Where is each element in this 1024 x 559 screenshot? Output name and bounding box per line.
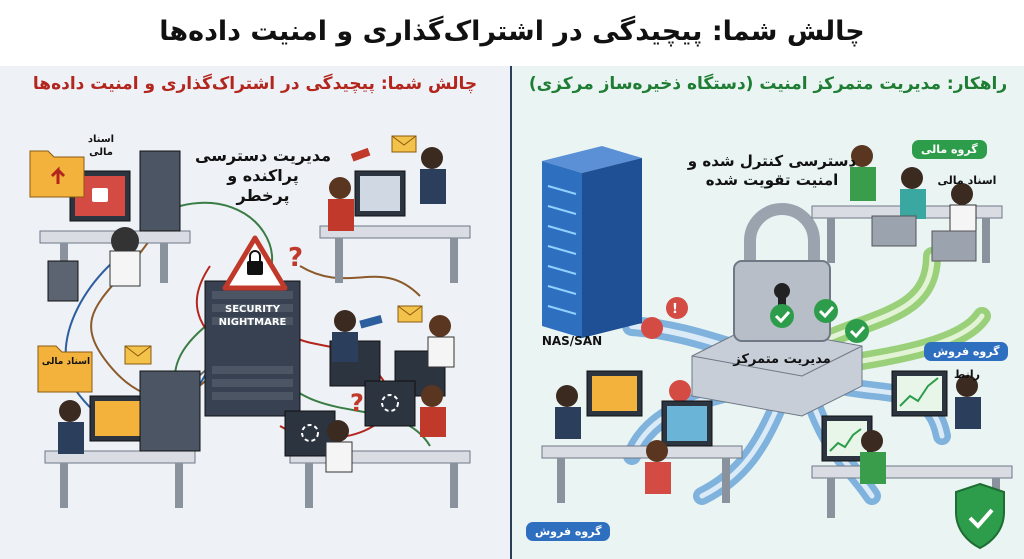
challenge-heading: چالش شما: پیچیدگی در اشتراک‌گذاری و امنی… [32,74,478,94]
desk-bottom-left [44,370,201,508]
desk-top-right [319,135,471,283]
hub-label: مدیریت متمرکز [733,352,831,367]
server-label: SECURITY NIGHTMARE [218,304,287,328]
svg-text:?: ? [350,389,364,417]
alert-icon [666,297,688,319]
lock-icon [641,317,663,339]
desk-bottom-right [284,305,471,508]
nas-server [542,146,642,338]
solution-panel: راهکار: مدیریت متمرکز امنیت (دستگاه ذخیر… [512,66,1024,559]
sales-group-tag-bottom: گروه فروش [526,522,611,541]
finance-group-tag: گروه مالی [912,140,987,159]
folder-label-2: اسناد مالی [41,357,91,367]
challenge-panel: چالش شما: پیچیدگی در اشتراک‌گذاری و امنی… [0,66,512,559]
solution-heading: راهکار: مدیریت متمرکز امنیت (دستگاه ذخیر… [528,74,1008,94]
svg-text:?: ? [288,243,303,273]
scattered-access-label: مدیریت دسترسی پراکنده و پرخطر [195,146,331,205]
sales-desk-left [541,370,743,503]
folder-label-1: اسناد مالی [87,134,115,158]
challenge-illustration: ? [29,135,471,508]
link-label: رانط [953,368,980,381]
server-rack [204,280,301,417]
sales-group-tag-top: گروه فروش [924,342,1009,361]
solution-illustration: ! [541,145,1013,550]
check-icons [770,299,869,343]
finance-desk [811,145,1003,263]
folder-icon-2 [37,345,93,393]
shield-icon [955,482,1005,550]
sales-desk-right [811,370,1013,518]
finance-docs-label: اسناد مالی [937,174,997,187]
svg-text:!: ! [672,302,678,317]
main-title: چالش شما: پیچیدگی در اشتراک‌گذاری و امنی… [159,15,865,47]
nas-label: NAS/SAN [541,334,603,348]
controlled-access-label: دسترسی کنترل شده و امنیت تقویت شده [687,152,857,189]
